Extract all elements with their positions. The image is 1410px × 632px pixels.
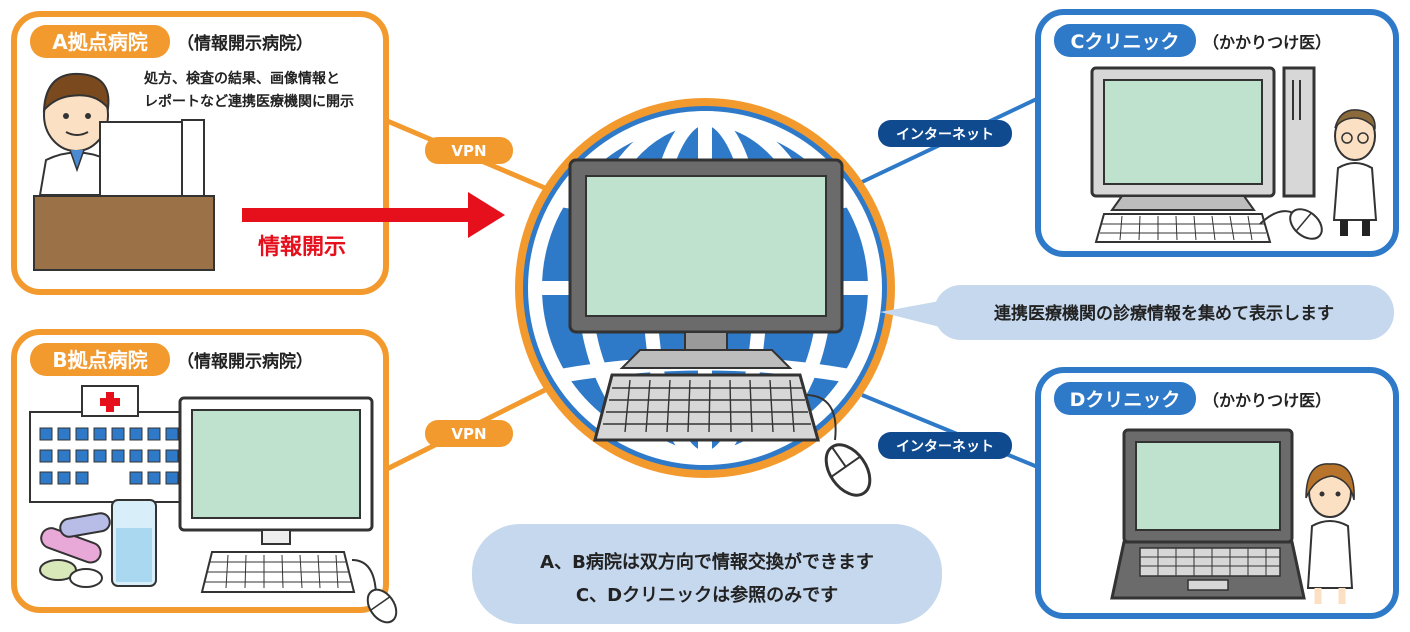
hospital-a-name-pill (30, 25, 170, 58)
doctor-c-illustration (1332, 109, 1378, 236)
vpn-label-b: VPN (425, 420, 513, 447)
internet-label-c: インターネット (878, 120, 1012, 147)
clinic-d-laptop (1110, 428, 1306, 600)
doctor-d-illustration (1305, 463, 1355, 604)
hospital-a-desk (33, 195, 215, 271)
clinic-c-role: （かかりつけ医） (1203, 33, 1331, 52)
clinic-c-panel: Cクリニック （かかりつけ医） (1035, 9, 1399, 257)
hospital-b-role: （情報開示病院） (177, 351, 313, 372)
center-computer (568, 158, 872, 497)
center-monitor-screen (585, 175, 827, 317)
hospital-a-name: A拠点病院 (52, 30, 147, 54)
info-speech-bubble-text: 連携医療機関の診療情報を集めて表示します (994, 303, 1334, 324)
hospital-building-icon (29, 385, 189, 503)
hospital-a-role: （情報開示病院） (177, 33, 313, 54)
hospital-b-computer (178, 396, 398, 624)
info-disclosure-arrow (242, 192, 505, 238)
bottom-note-line1: A、B病院は双方向で情報交換ができます (540, 551, 874, 573)
svg-text:インターネット: インターネット (896, 127, 994, 143)
hospital-b-name: B拠点病院 (52, 348, 147, 372)
svg-text:VPN: VPN (451, 142, 486, 160)
hospital-b-name-pill (30, 343, 170, 376)
clinic-d-name: Dクリニック (1070, 389, 1181, 411)
clinic-d-panel: Dクリニック （かかりつけ医） (1035, 367, 1399, 619)
hospital-a-description-line2: レポートなど連携医療機関に開示 (144, 93, 354, 110)
hospital-b-panel: B拠点病院 （情報開示病院） (11, 329, 398, 624)
clinic-c-name-pill (1054, 24, 1196, 57)
svg-text:VPN: VPN (451, 425, 486, 443)
bottom-note: A、B病院は双方向で情報交換ができます C、Dクリニックは参照のみです (472, 524, 942, 624)
clinic-c-name: Cクリニック (1071, 31, 1180, 53)
vpn-label-a: VPN (425, 137, 513, 164)
doctor-a-illustration (38, 72, 116, 196)
clinic-d-name-pill (1054, 382, 1196, 415)
bottom-note-background (472, 524, 942, 624)
center-keyboard (593, 373, 820, 442)
svg-text:インターネット: インターネット (896, 439, 994, 455)
clinic-c-computer (1090, 66, 1323, 243)
hospital-a-monitor (99, 121, 191, 201)
hospital-a-panel: A拠点病院 （情報開示病院） 処方、検査の結果、画像情報と レポートなど連携医療… (11, 11, 505, 295)
info-disclosure-label: 情報開示 (258, 234, 346, 260)
hospital-a-description-line1: 処方、検査の結果、画像情報と (143, 70, 340, 87)
internet-label-d: インターネット (878, 432, 1012, 459)
center-mouse (824, 443, 872, 497)
clinic-d-role: （かかりつけ医） (1203, 391, 1331, 410)
bottom-note-line2: C、Dクリニックは参照のみです (576, 584, 838, 606)
info-speech-bubble: 連携医療機関の診療情報を集めて表示します (880, 285, 1394, 340)
medicine-icon (39, 499, 157, 588)
